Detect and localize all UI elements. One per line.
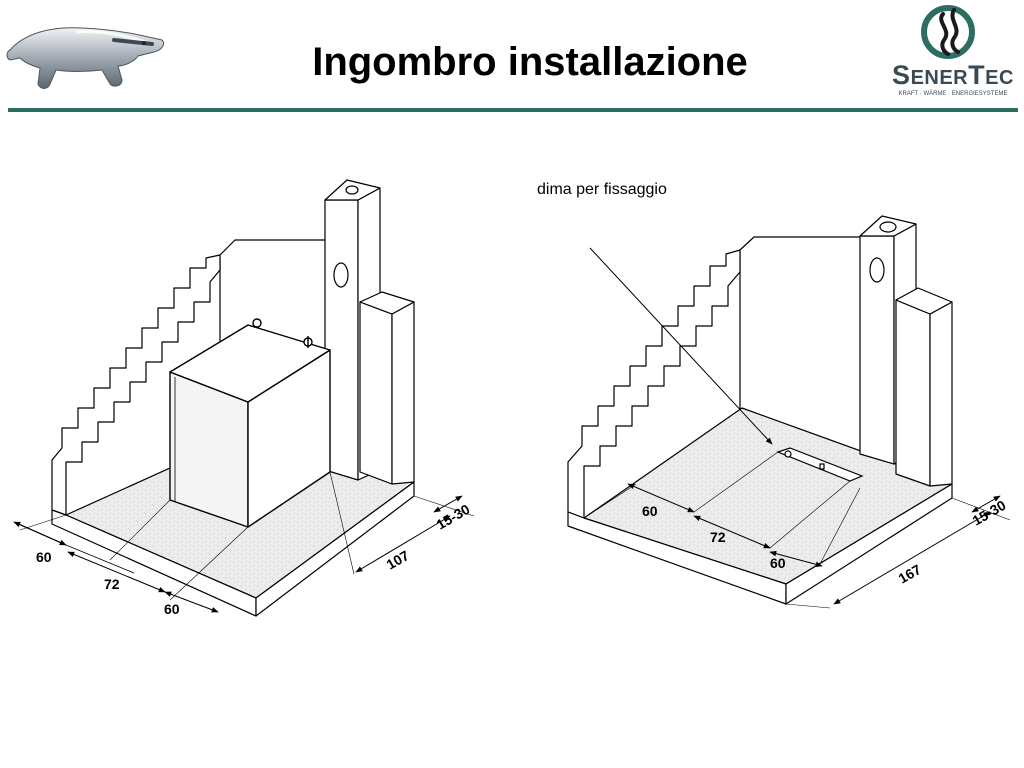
brand-tagline: KRAFT · WÄRME · ENERGIESYSTEME <box>898 91 1008 97</box>
chimney-port <box>869 257 885 283</box>
fixing-template <box>776 447 864 482</box>
stair-wall <box>51 254 221 516</box>
side-wall-front <box>359 301 393 485</box>
slide-header: Ingombro installazione SENERTEC KRAFT · … <box>0 0 1024 116</box>
side-wall-face <box>929 301 953 487</box>
senertec-emblem-icon <box>921 5 975 59</box>
brand-logo: SENERTEC KRAFT · WÄRME · ENERGIESYSTEME <box>888 2 1018 102</box>
side-wall-top <box>359 291 415 315</box>
left-room <box>51 179 415 617</box>
side-wall-front <box>895 299 931 487</box>
left-dim-front-3: 60 <box>164 601 180 617</box>
unit-connector-icon <box>252 318 262 328</box>
chimney-flue <box>879 221 897 233</box>
brand-name-part: T <box>968 60 986 90</box>
header-rule <box>8 108 1018 112</box>
left-dim-front-2: 72 <box>104 576 120 592</box>
right-dimensions <box>583 247 1011 609</box>
side-wall-top <box>895 287 953 315</box>
fixing-template-callout: dima per fissaggio <box>537 181 667 198</box>
left-dim-gap: 15-30 <box>434 501 473 533</box>
right-room <box>567 215 953 605</box>
appliance-unit <box>169 318 331 528</box>
left-dim-side: 107 <box>384 547 412 573</box>
page-title: Ingombro installazione <box>312 40 748 84</box>
badger-mascot-icon <box>6 27 165 89</box>
left-dimensions <box>13 471 475 613</box>
chimney-flue <box>345 185 359 195</box>
right-dim-gap: 15-30 <box>970 497 1009 529</box>
brand-name-part: S <box>892 60 911 90</box>
unit-top <box>169 324 331 403</box>
brand-name: SENERTEC <box>888 60 1018 91</box>
brand-name-part: ENER <box>910 67 969 89</box>
brand-name-part: EC <box>985 67 1014 89</box>
left-dim-front-1: 60 <box>36 549 52 565</box>
right-dim-front-2: 72 <box>710 529 726 545</box>
stair-wall <box>567 249 741 519</box>
right-dim-front-3: 60 <box>770 555 786 571</box>
side-wall-face <box>391 301 415 485</box>
chimney-port <box>333 262 349 288</box>
right-dim-front-1: 60 <box>642 503 658 519</box>
